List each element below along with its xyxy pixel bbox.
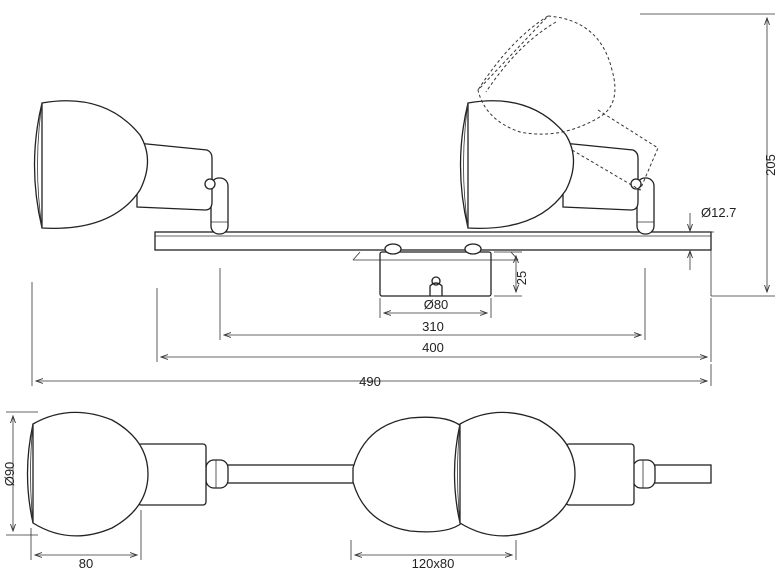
- dimension-base-diameter-label: Ø80: [424, 297, 449, 312]
- dimension-base-height-label: 25: [514, 271, 529, 285]
- dimension-shade-depth-label: 80: [79, 556, 93, 571]
- top-right-spotlight: [453, 411, 635, 537]
- tilted-spotlight-outline: [477, 15, 659, 191]
- dimension-shade-size-label: 120x80: [412, 556, 455, 571]
- dimension-shade-depth: 80: [30, 510, 142, 571]
- dimension-rod-diameter: Ø12.7: [690, 205, 736, 270]
- dimension-rod-diameter-label: Ø12.7: [701, 205, 736, 220]
- dimension-shade-size: 120x80: [350, 540, 517, 571]
- left-spotlight: [33, 100, 229, 235]
- dimension-shade-diameter: Ø90: [2, 411, 38, 536]
- mounting-bar: [154, 231, 712, 251]
- dimension-spacing: 310: [219, 268, 646, 340]
- top-middle-spotlight: [352, 416, 466, 533]
- top-left-spotlight: [26, 411, 207, 537]
- dimension-overall-length-label: 490: [359, 374, 381, 389]
- dimension-overall-length: 490: [31, 282, 712, 389]
- dimension-bar-length: 400: [156, 288, 712, 362]
- right-spotlight: [459, 100, 655, 235]
- dimension-shade-diameter-label: Ø90: [2, 462, 17, 487]
- dimension-spacing-label: 310: [422, 319, 444, 334]
- dimension-bar-length-label: 400: [422, 340, 444, 355]
- top-view: Ø90 80 120x80: [2, 411, 712, 571]
- dimension-base-diameter: Ø80: [379, 297, 492, 318]
- dimension-base-height: 25: [494, 251, 529, 297]
- ceiling-base: [352, 243, 519, 297]
- dimension-height-label: 205: [763, 154, 778, 176]
- dimension-height: 205: [640, 13, 778, 297]
- front-view: 205 Ø12.7 25 Ø80 310: [31, 13, 778, 389]
